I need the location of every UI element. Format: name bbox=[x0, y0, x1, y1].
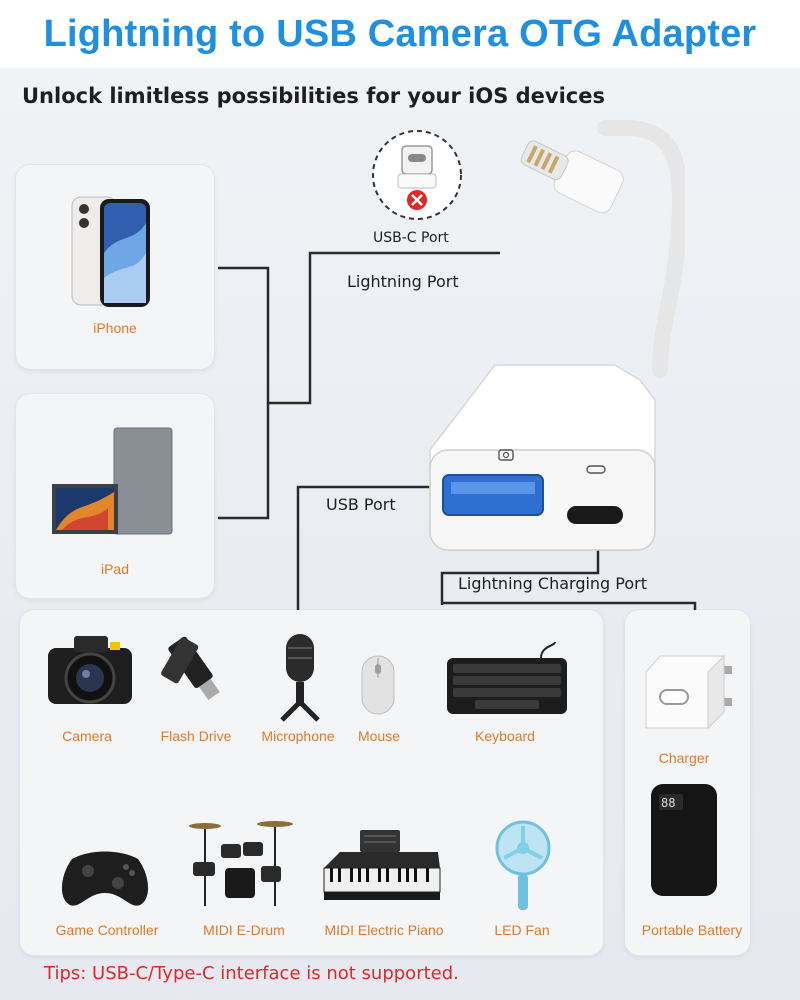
flash-drive-label: Flash Drive bbox=[160, 728, 232, 744]
usbc-not-supported-icon bbox=[372, 130, 462, 220]
camera-icon bbox=[48, 636, 132, 704]
led-fan-label: LED Fan bbox=[494, 922, 550, 938]
game-controller-icon bbox=[61, 851, 149, 906]
title-bar: Lightning to USB Camera OTG Adapter bbox=[0, 0, 800, 68]
midi-piano-icon bbox=[323, 830, 441, 900]
mouse-label: Mouse bbox=[357, 728, 401, 744]
portable-battery-icon: 88 bbox=[651, 784, 717, 896]
lightning-port-label: Lightning Port bbox=[347, 272, 459, 291]
iphone-icon bbox=[71, 196, 150, 307]
midi-drum-label: MIDI E-Drum bbox=[203, 922, 285, 938]
charger-icon bbox=[645, 654, 732, 730]
microphone-icon bbox=[280, 634, 320, 722]
ipad-icon bbox=[52, 427, 173, 535]
tips-note: Tips: USB-C/Type-C interface is not supp… bbox=[44, 963, 459, 984]
adapter-icon bbox=[429, 120, 685, 551]
page-title: Lightning to USB Camera OTG Adapter bbox=[43, 12, 757, 55]
usbc-port-label: USB-C Port bbox=[373, 230, 449, 246]
microphone-label: Microphone bbox=[261, 728, 335, 744]
led-fan-icon bbox=[495, 820, 551, 910]
flash-drive-icon bbox=[161, 636, 220, 701]
game-controller-label: Game Controller bbox=[55, 922, 159, 938]
iphone-label: iPhone bbox=[93, 320, 137, 336]
ipad-label: iPad bbox=[100, 561, 130, 577]
midi-drum-icon bbox=[189, 821, 293, 906]
midi-piano-label: MIDI Electric Piano bbox=[324, 922, 444, 938]
mouse-icon bbox=[361, 655, 395, 715]
camera-label: Camera bbox=[62, 728, 112, 744]
charging-port-label: Lightning Charging Port bbox=[458, 574, 648, 593]
keyboard-label: Keyboard bbox=[475, 728, 535, 744]
svg-text:88: 88 bbox=[661, 796, 675, 810]
subtitle: Unlock limitless possibilities for your … bbox=[22, 84, 605, 108]
keyboard-icon bbox=[447, 642, 567, 714]
portable-battery-label: Portable Battery bbox=[641, 922, 743, 938]
usb-port-label: USB Port bbox=[326, 495, 396, 514]
charger-label: Charger bbox=[658, 750, 710, 766]
